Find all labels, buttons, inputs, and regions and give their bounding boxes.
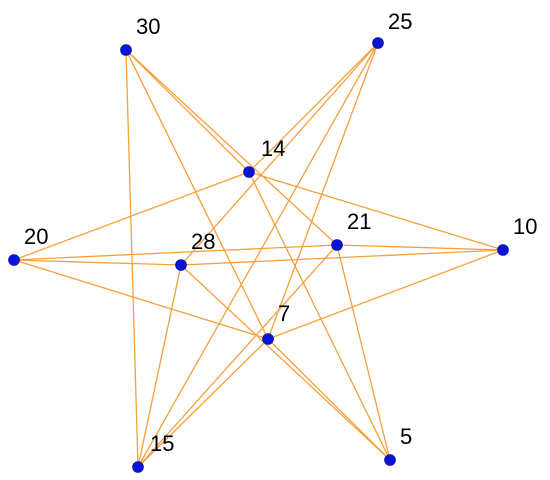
node-label-21: 21 — [347, 209, 371, 234]
edge-group — [13, 42, 504, 468]
edge-25-15 — [137, 42, 379, 468]
node-30 — [120, 44, 132, 56]
node-28 — [175, 259, 187, 271]
edge-7-15 — [137, 338, 269, 468]
node-label-28: 28 — [191, 229, 215, 254]
edge-30-21 — [125, 49, 338, 246]
node-14 — [243, 166, 255, 178]
edge-21-15 — [137, 244, 338, 468]
edge-7-5 — [267, 338, 391, 461]
node-15 — [132, 461, 144, 473]
node-label-10: 10 — [513, 214, 537, 239]
node-label-20: 20 — [24, 224, 48, 249]
node-20 — [8, 254, 20, 266]
node-label-30: 30 — [136, 14, 160, 39]
node-10 — [497, 244, 509, 256]
node-7 — [262, 333, 274, 345]
node-25 — [372, 37, 384, 49]
label-group: 30 25 14 20 28 21 10 7 15 5 — [24, 9, 537, 456]
edge-28-10 — [180, 249, 504, 266]
edge-14-20 — [13, 171, 250, 261]
edge-28-5 — [180, 264, 391, 461]
edge-28-15 — [137, 264, 182, 468]
node-group — [8, 37, 509, 473]
node-21 — [331, 239, 343, 251]
edge-21-10 — [336, 244, 504, 251]
edge-10-7 — [267, 249, 504, 340]
edge-20-21 — [13, 244, 338, 261]
edge-20-28 — [13, 259, 182, 266]
node-label-25: 25 — [388, 9, 412, 34]
edge-25-28 — [180, 42, 379, 266]
node-label-7: 7 — [278, 301, 290, 326]
node-label-15: 15 — [150, 431, 174, 456]
edge-25-14 — [248, 42, 379, 173]
edge-30-14 — [125, 49, 250, 173]
edge-21-5 — [336, 244, 391, 461]
node-label-5: 5 — [400, 424, 412, 449]
edge-14-5 — [248, 171, 391, 461]
edge-30-15 — [125, 49, 139, 468]
edge-20-7 — [13, 259, 269, 340]
edge-30-7 — [125, 49, 269, 340]
node-5 — [384, 454, 396, 466]
edge-25-7 — [267, 42, 379, 340]
edge-14-10 — [248, 171, 504, 251]
node-label-14: 14 — [261, 136, 285, 161]
